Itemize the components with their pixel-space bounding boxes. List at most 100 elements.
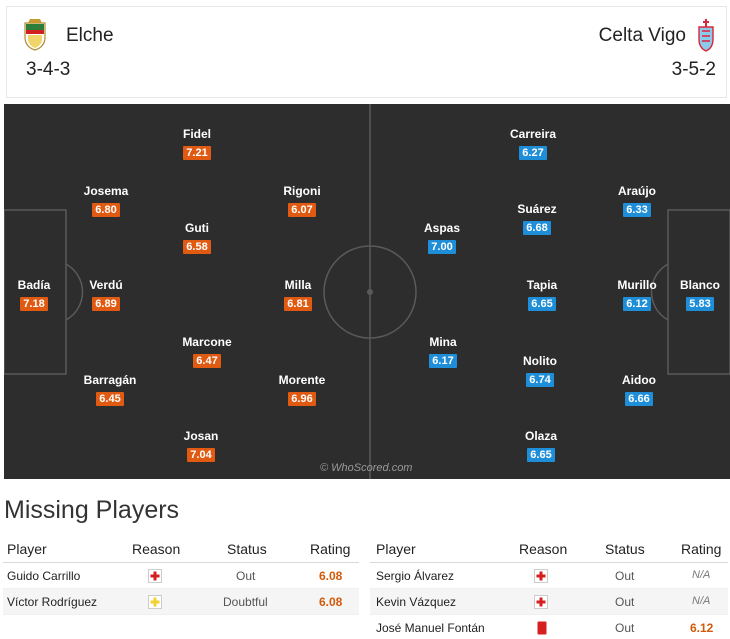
player-rating: 6.47	[193, 354, 221, 368]
header-player: Player	[7, 541, 47, 557]
home-player-milla[interactable]: Milla 6.81	[268, 278, 328, 312]
home-formation: 3-4-3	[26, 59, 71, 80]
whoscored-watermark: © WhoScored.com	[320, 462, 413, 474]
player-rating: 6.74	[526, 373, 554, 387]
player-name: Mina	[429, 335, 457, 349]
away-player-carreira[interactable]: Carreira 6.27	[503, 127, 563, 161]
player-name: Aspas	[423, 221, 461, 235]
home-player-badia[interactable]: Badía 7.18	[4, 278, 64, 312]
player-name: Milla	[284, 278, 312, 292]
header-player: Player	[376, 541, 416, 557]
away-player-suarez[interactable]: Suárez 6.68	[507, 202, 567, 236]
header-reason: Reason	[132, 541, 181, 557]
player-rating: 6.65	[527, 448, 555, 462]
player-rating: 6.45	[96, 392, 124, 406]
player-rating: 7.00	[428, 240, 456, 254]
home-player-barragan[interactable]: Barragán 6.45	[80, 373, 140, 407]
player-rating: 6.27	[519, 146, 547, 160]
away-player-aidoo[interactable]: Aidoo 6.66	[609, 373, 669, 407]
player-name: Araújo	[617, 184, 656, 198]
player-name[interactable]: Sergio Álvarez	[376, 569, 455, 583]
away-player-olaza[interactable]: Olaza 6.65	[511, 429, 571, 463]
header-reason: Reason	[519, 541, 568, 557]
table-row: José Manuel Fontán Out 6.12	[370, 615, 728, 639]
player-name[interactable]: Guido Carrillo	[7, 569, 81, 583]
away-player-blanco[interactable]: Blanco 5.83	[670, 278, 730, 312]
player-rating: 6.65	[528, 297, 556, 311]
elche-crest-icon	[24, 19, 46, 51]
status-text: Out	[236, 569, 256, 583]
player-rating: 6.66	[625, 392, 653, 406]
injury-icon	[534, 595, 548, 609]
player-name: Carreira	[509, 127, 557, 141]
player-rating: 7.21	[183, 146, 211, 160]
away-player-araujo[interactable]: Araújo 6.33	[607, 184, 667, 218]
player-rating: 6.17	[429, 354, 457, 368]
player-name: Nolito	[523, 354, 557, 368]
home-player-josema[interactable]: Josema 6.80	[76, 184, 136, 218]
player-rating: 6.80	[92, 203, 120, 217]
status-text: Doubtful	[223, 595, 268, 609]
missing-players-title: Missing Players	[4, 496, 180, 524]
away-player-aspas[interactable]: Aspas 7.00	[412, 221, 472, 255]
player-rating: 6.33	[623, 203, 651, 217]
pitch-markings	[4, 104, 730, 479]
home-player-guti[interactable]: Guti 6.58	[167, 221, 227, 255]
away-missing-table: Player Reason Status Rating Sergio Álvar…	[370, 537, 728, 639]
pitch: Badía 7.18 Josema 6.80 Verdú 6.89 Barrag…	[4, 104, 730, 479]
header-rating: Rating	[681, 541, 722, 557]
status-text: Out	[615, 569, 635, 583]
away-player-tapia[interactable]: Tapia 6.65	[512, 278, 572, 312]
player-rating: 6.81	[284, 297, 312, 311]
away-player-mina[interactable]: Mina 6.17	[413, 335, 473, 369]
player-name: Tapia	[526, 278, 558, 292]
player-rating: N/A	[692, 569, 711, 581]
player-name: Guti	[185, 221, 209, 235]
player-name: Aidoo	[622, 373, 656, 387]
injury-icon	[148, 569, 162, 583]
home-player-fidel[interactable]: Fidel 7.21	[167, 127, 227, 161]
table-row: Sergio Álvarez Out N/A	[370, 563, 728, 589]
away-player-murillo[interactable]: Murillo 6.12	[607, 278, 667, 312]
injury-icon	[534, 569, 548, 583]
home-missing-table: Player Reason Status Rating Guido Carril…	[3, 537, 359, 615]
player-rating: 7.04	[187, 448, 215, 462]
player-name: Barragán	[83, 373, 137, 387]
table-row: Víctor Rodríguez Doubtful 6.08	[3, 589, 359, 615]
header-status: Status	[605, 541, 645, 557]
header-status: Status	[227, 541, 267, 557]
match-header: Elche 3-4-3 Celta Vigo 3-5-2	[6, 6, 727, 98]
away-team-name[interactable]: Celta Vigo	[598, 25, 686, 46]
red-card-icon	[537, 621, 547, 635]
away-player-nolito[interactable]: Nolito 6.74	[510, 354, 570, 388]
player-name[interactable]: Kevin Vázquez	[376, 595, 457, 609]
player-rating: 6.07	[288, 203, 316, 217]
player-name: Suárez	[517, 202, 557, 216]
home-player-marcone[interactable]: Marcone 6.47	[177, 335, 237, 369]
away-formation: 3-5-2	[671, 59, 716, 80]
player-rating: 6.08	[319, 569, 343, 583]
home-player-verdu[interactable]: Verdú 6.89	[76, 278, 136, 312]
player-rating: 6.68	[523, 221, 551, 235]
table-row: Guido Carrillo Out 6.08	[3, 563, 359, 589]
player-name[interactable]: Víctor Rodríguez	[7, 595, 98, 609]
home-player-rigoni[interactable]: Rigoni 6.07	[272, 184, 332, 218]
player-name: Marcone	[182, 335, 232, 349]
table-header: Player Reason Status Rating	[3, 537, 359, 563]
home-player-josan[interactable]: Josan 7.04	[171, 429, 231, 463]
player-rating: 7.18	[20, 297, 48, 311]
player-name: Rigoni	[283, 184, 321, 198]
home-team-name[interactable]: Elche	[66, 25, 114, 46]
player-name[interactable]: José Manuel Fontán	[376, 621, 485, 635]
player-name: Murillo	[617, 278, 657, 292]
player-name: Josema	[83, 184, 129, 198]
home-player-morente[interactable]: Morente 6.96	[272, 373, 332, 407]
status-text: Out	[615, 621, 635, 635]
doubtful-icon	[148, 595, 162, 609]
player-rating: 6.08	[319, 595, 343, 609]
player-rating: N/A	[692, 595, 711, 607]
table-row: Kevin Vázquez Out N/A	[370, 589, 728, 615]
status-text: Out	[615, 595, 635, 609]
player-name: Morente	[278, 373, 326, 387]
player-name: Josan	[183, 429, 219, 443]
